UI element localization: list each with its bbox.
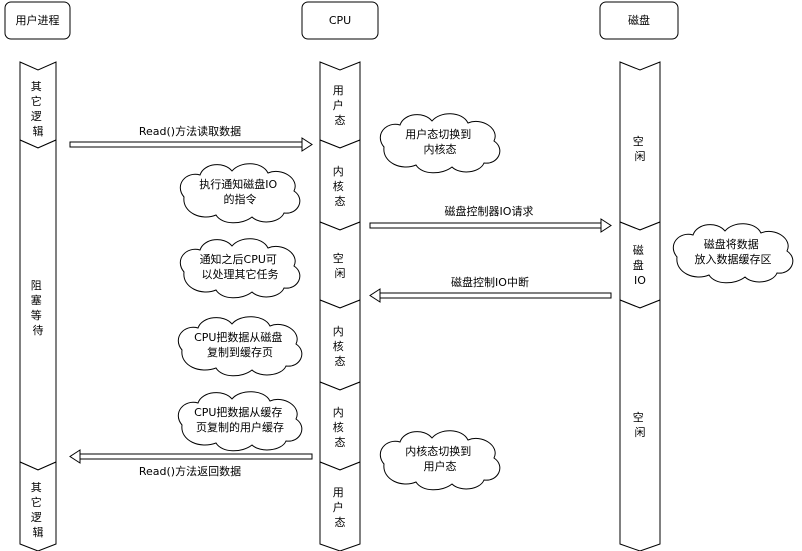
header-disk: 磁盘 <box>599 1 679 40</box>
arrow-read-call: Read()方法读取数据 <box>69 124 313 152</box>
disk-seg3-label: 空 闲 <box>633 410 648 439</box>
svg-text:用户态切换到 内核态: 用户态切换到 内核态 <box>405 127 475 156</box>
arrow-read-call-label: Read()方法读取数据 <box>139 124 241 138</box>
cloud-exec-notify: 执行通知磁盘IO 的指令 <box>179 163 301 224</box>
svg-text:通知之后CPU可 以处理其它任务: 通知之后CPU可 以处理其它任务 <box>200 252 281 281</box>
cloud-user-to-kernel: 用户态切换到 内核态 <box>379 113 501 174</box>
svg-text:CPU把数据从磁盘 复制到缓存页: CPU把数据从磁盘 复制到缓存页 <box>194 330 286 359</box>
header-user-label: 用户进程 <box>16 13 60 27</box>
header-user-process: 用户进程 <box>4 1 71 40</box>
arrow-read-return: Read()方法返回数据 <box>69 449 313 478</box>
header-disk-label: 磁盘 <box>628 13 650 27</box>
header-cpu: CPU <box>301 1 379 40</box>
cpu-seg2-label: 内 核 态 <box>333 164 348 208</box>
cpu-seg3-label: 空 闲 <box>333 251 348 280</box>
disk-lane: 空 闲 磁 盘 IO 空 闲 <box>619 61 661 551</box>
cpu-seg4-label: 内 核 态 <box>333 324 348 368</box>
arrow-io-request: 磁盘控制器IO请求 <box>369 204 612 233</box>
cpu-seg1-label: 用 户 态 <box>333 84 348 127</box>
cloud-kernel-to-user: 内核态切换到 用户态 <box>379 430 501 491</box>
user-seg2-label: 阻 塞 等 待 <box>31 279 46 337</box>
cloud-copy-to-user: CPU把数据从缓存 页复制的用户缓存 <box>177 391 303 452</box>
disk-seg1-label: 空 闲 <box>633 134 648 163</box>
cloud-disk-buffer: 磁盘将数据 放入数据缓存区 <box>672 223 794 284</box>
svg-text:内核态切换到 用户态: 内核态切换到 用户态 <box>405 444 475 473</box>
disk-seg2-label: 磁 盘 IO <box>633 244 648 287</box>
svg-text:执行通知磁盘IO 的指令: 执行通知磁盘IO 的指令 <box>199 177 280 206</box>
user-seg3-label: 其 它 逻 辑 <box>31 481 46 539</box>
cloud-copy-to-page: CPU把数据从磁盘 复制到缓存页 <box>177 316 303 377</box>
user-lane: 其 它 逻 辑 阻 塞 等 待 其 它 逻 辑 <box>19 61 57 551</box>
cpu-seg5-label: 内 核 态 <box>333 405 348 449</box>
arrow-io-interrupt: 磁盘控制IO中断 <box>369 275 612 303</box>
arrow-read-return-label: Read()方法返回数据 <box>139 464 241 478</box>
user-seg1-label: 其 它 逻 辑 <box>31 80 46 138</box>
cloud-cpu-free: 通知之后CPU可 以处理其它任务 <box>179 238 301 299</box>
svg-text:磁盘将数据 放入数据缓存区: 磁盘将数据 放入数据缓存区 <box>695 237 772 266</box>
cpu-lane: 用 户 态 内 核 态 空 闲 内 核 态 内 核 态 用 户 态 <box>319 61 361 551</box>
header-cpu-label: CPU <box>329 14 351 27</box>
svg-text:CPU把数据从缓存 页复制的用户缓存: CPU把数据从缓存 页复制的用户缓存 <box>194 405 286 434</box>
arrow-io-request-label: 磁盘控制器IO请求 <box>445 204 534 218</box>
cpu-seg6-label: 用 户 态 <box>333 486 348 529</box>
arrow-io-interrupt-label: 磁盘控制IO中断 <box>451 275 529 289</box>
